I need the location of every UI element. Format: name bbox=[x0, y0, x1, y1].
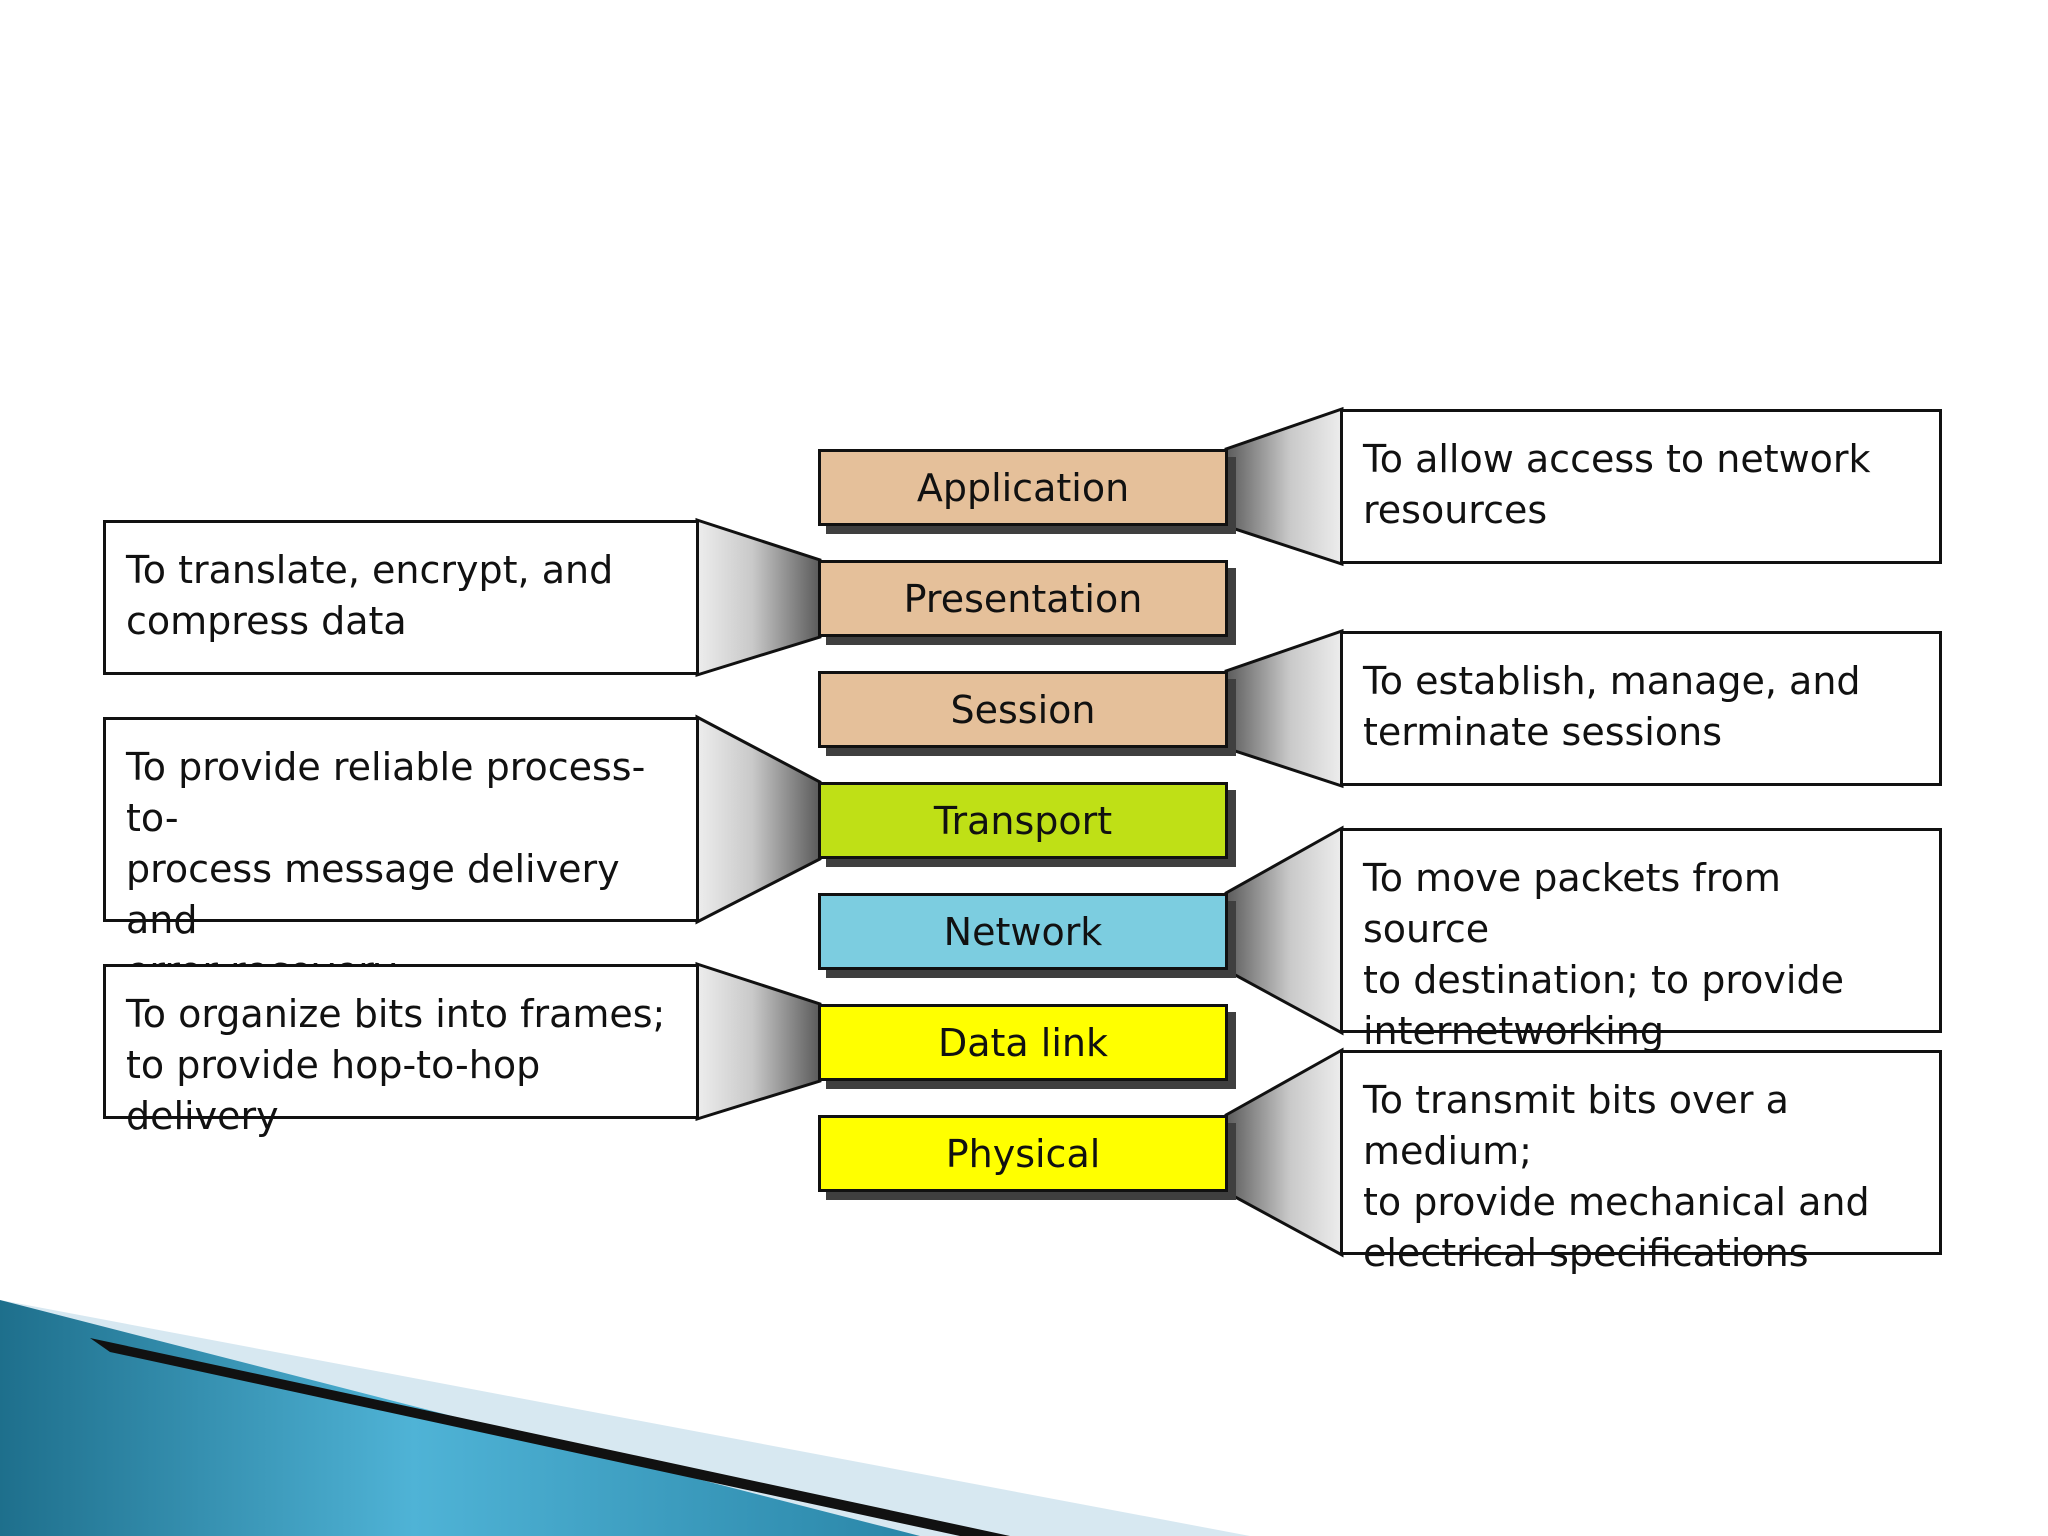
description-network: To move packets from source to destinati… bbox=[1340, 828, 1942, 1053]
connector-data-link bbox=[695, 961, 822, 1122]
description-data-link: To organize bits into frames; to provide… bbox=[103, 964, 699, 1138]
description-transport: To provide reliable process-to- process … bbox=[103, 717, 699, 993]
description-presentation: To translate, encrypt, and compress data bbox=[103, 520, 699, 675]
layer-application: Application bbox=[818, 449, 1228, 526]
layer-data-link: Data link bbox=[818, 1004, 1228, 1081]
corner-dark-stripe bbox=[90, 1338, 1010, 1536]
description-application: To allow access to network resources bbox=[1340, 409, 1942, 564]
connector-physical bbox=[1224, 1047, 1344, 1258]
layer-physical: Physical bbox=[818, 1115, 1228, 1192]
description-physical: To transmit bits over a medium; to provi… bbox=[1340, 1050, 1942, 1275]
layer-network: Network bbox=[818, 893, 1228, 970]
layer-presentation: Presentation bbox=[818, 560, 1228, 637]
layer-session: Session bbox=[818, 671, 1228, 748]
connector-presentation bbox=[695, 517, 822, 678]
connector-application bbox=[1224, 406, 1344, 567]
connector-transport bbox=[695, 714, 822, 925]
layer-transport: Transport bbox=[818, 782, 1228, 859]
description-session: To establish, manage, and terminate sess… bbox=[1340, 631, 1942, 786]
connector-session bbox=[1224, 628, 1344, 789]
connector-network bbox=[1224, 825, 1344, 1036]
